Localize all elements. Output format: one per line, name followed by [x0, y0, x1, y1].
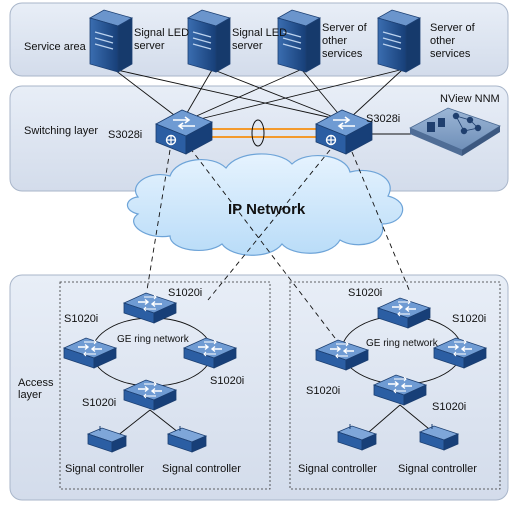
- signal-led-server-1-line1: Signal LED: [134, 27, 189, 39]
- link-server3-swL: [191, 69, 301, 119]
- signal-led-server-2-line1: Signal LED: [232, 27, 287, 39]
- access-layer-label-line1: Access: [18, 377, 54, 389]
- access-right-controller-2-label: Signal controller: [398, 463, 477, 475]
- access-right-right-label: S1020i: [452, 313, 486, 325]
- signal-led-server-1-line2: server: [134, 40, 165, 52]
- access-right-left-label: S1020i: [306, 385, 340, 397]
- access-uplinks: [146, 147, 411, 339]
- link-server1-swR: [116, 69, 333, 119]
- access-left-bottom-label: S1020i: [82, 397, 116, 409]
- link-server4-swR: [349, 69, 403, 119]
- access-left-controller-1-label: Signal controller: [65, 463, 144, 475]
- ip-cloud-icon: [126, 153, 404, 256]
- access-left-right-label: S1020i: [210, 375, 244, 387]
- switching-layer-label: Switching layer: [24, 125, 98, 137]
- server-tower-icon: [377, 9, 421, 73]
- server-tower-icon: [89, 9, 133, 73]
- access-left-left-label: S1020i: [64, 313, 98, 325]
- server-tower-icon: [277, 9, 321, 73]
- access-layer-label-line2: layer: [18, 389, 42, 401]
- access-left-controller-2-label: Signal controller: [162, 463, 241, 475]
- core-trunk: [212, 128, 318, 138]
- link-server2-swL: [183, 69, 213, 119]
- link-server2-swR: [213, 69, 337, 119]
- other-server-1-line3: services: [322, 48, 363, 60]
- server-uplinks: [114, 69, 403, 121]
- access-right-ring-label: GE ring network: [366, 338, 439, 349]
- access-left-top-label: S1020i: [168, 287, 202, 299]
- other-server-2-line2: other: [430, 35, 455, 47]
- link-server1-swL: [114, 69, 179, 119]
- service-area-label: Service area: [24, 41, 87, 53]
- network-management-icon: [409, 107, 501, 156]
- access-right-controller-1-label: Signal controller: [298, 463, 377, 475]
- signal-led-server-2-line2: server: [232, 40, 263, 52]
- link-aggregation-ellipse: [251, 119, 265, 147]
- link-server3-swR: [301, 69, 343, 119]
- access-left-ring-label: GE ring network: [117, 334, 190, 345]
- access-group-left-frame: [59, 281, 271, 490]
- ip-network-label: IP Network: [228, 201, 306, 218]
- other-server-2-line3: services: [430, 48, 471, 60]
- other-server-2-line1: Server of: [430, 22, 476, 34]
- nms-label: NView NNM: [440, 93, 500, 105]
- link-server4-swL: [195, 69, 401, 121]
- other-server-1-line2: other: [322, 35, 347, 47]
- access-right-bottom-label: S1020i: [432, 401, 466, 413]
- core-switch-right-label: S3028i: [366, 113, 400, 125]
- core-switch-left-label: S3028i: [108, 129, 142, 141]
- other-server-1-line1: Server of: [322, 22, 368, 34]
- access-right-top-label: S1020i: [348, 287, 382, 299]
- access-group-right-frame: [289, 281, 501, 490]
- access-layer-panel: [9, 274, 509, 501]
- server-tower-icon: [187, 9, 231, 73]
